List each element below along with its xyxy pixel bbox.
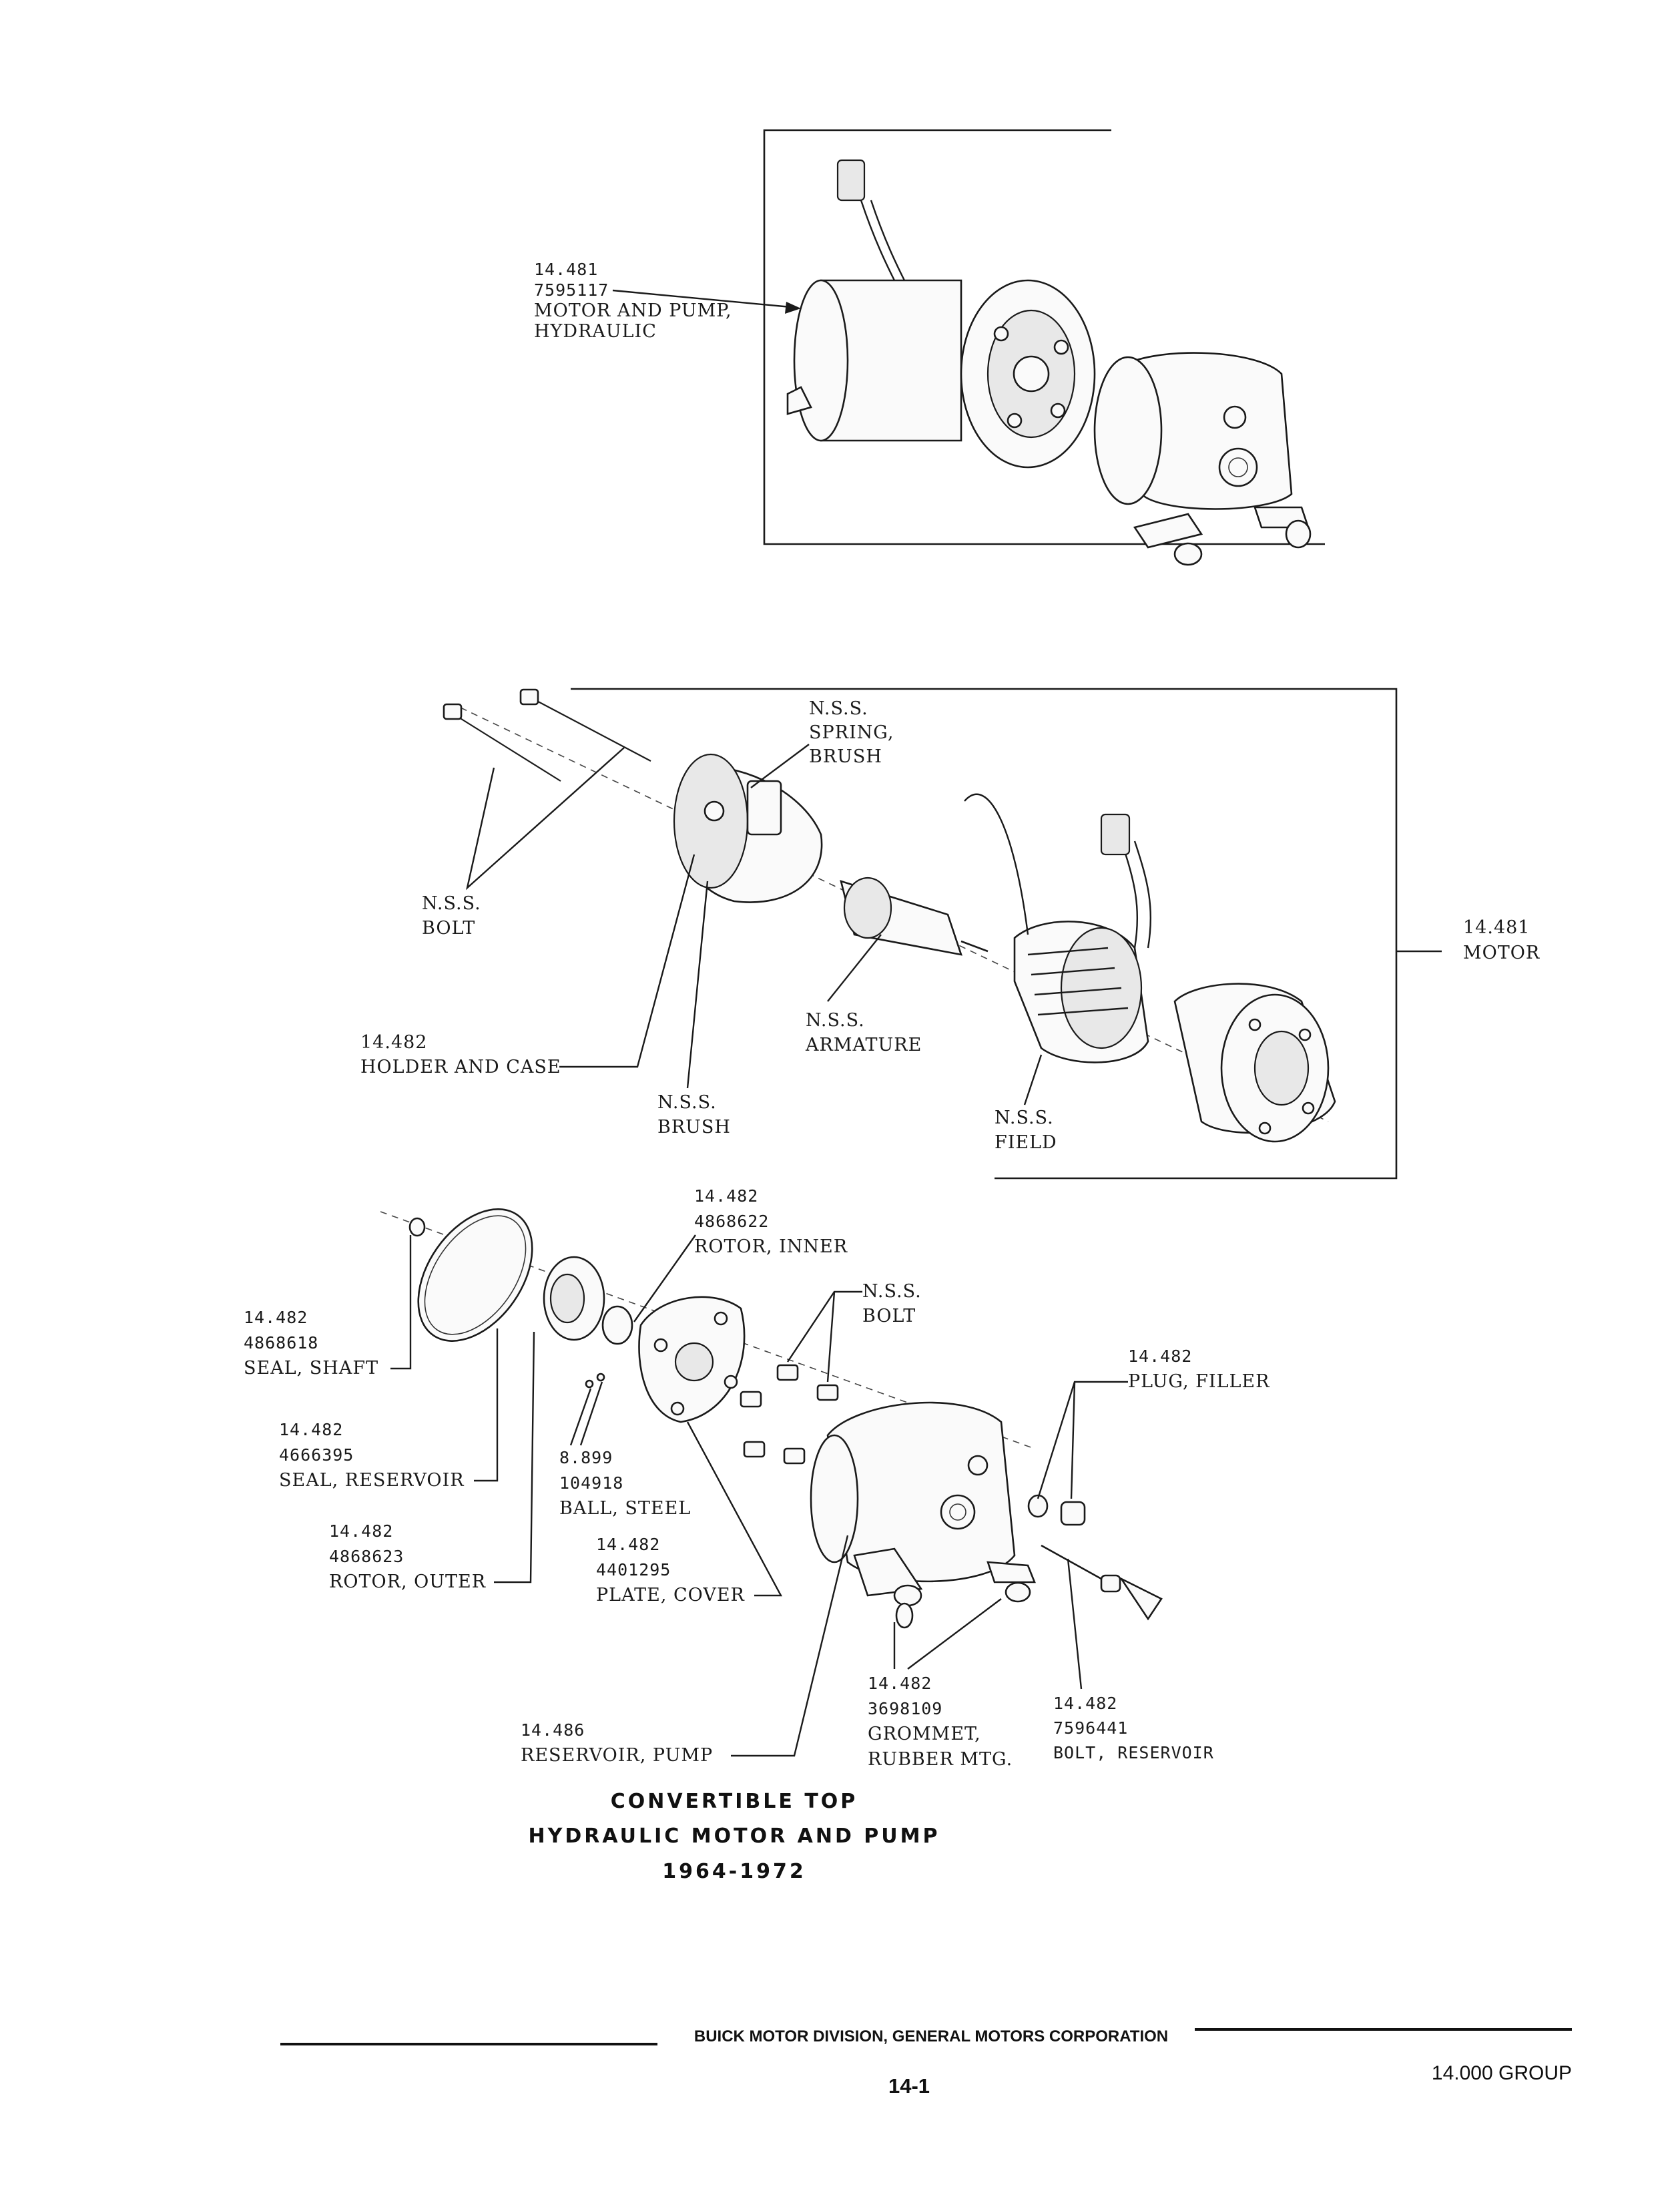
footer-corporation: BUICK MOTOR DIVISION, GENERAL MOTORS COR… <box>694 2027 1168 2045</box>
svg-text:4868623: 4868623 <box>329 1547 404 1566</box>
assembly-frame-motor <box>571 688 1442 1180</box>
svg-text:14.486: 14.486 <box>521 1720 585 1740</box>
label-bolt-reservoir: 14.482 7596441 BOLT, RESERVOIR <box>1053 1558 1214 1762</box>
label-grommet: 14.482 3698109 GROMMET, RUBBER MTG. <box>868 1598 1013 1770</box>
svg-text:N.S.S.: N.S.S. <box>995 1108 1054 1128</box>
svg-text:14.481: 14.481 <box>1463 917 1530 938</box>
svg-text:14.482: 14.482 <box>360 1032 427 1053</box>
svg-text:RUBBER MTG.: RUBBER MTG. <box>868 1749 1013 1770</box>
leader-arrow-motor-pump <box>612 289 801 314</box>
label-field: N.S.S. FIELD <box>995 1054 1057 1153</box>
label-rotor-outer: 14.482 4868623 ROTOR, OUTER <box>329 1331 535 1592</box>
label-seal-shaft: 14.482 4868618 SEAL, SHAFT <box>244 1235 412 1379</box>
svg-text:SPRING,: SPRING, <box>809 722 894 743</box>
svg-text:BOLT: BOLT <box>862 1306 916 1326</box>
svg-text:CONVERTIBLE TOP: CONVERTIBLE TOP <box>611 1790 858 1813</box>
svg-text:14.482: 14.482 <box>1053 1694 1117 1713</box>
svg-text:N.S.S.: N.S.S. <box>657 1092 717 1113</box>
label-plate-cover: 14.482 4401295 PLATE, COVER <box>596 1421 783 1606</box>
svg-text:PLATE, COVER: PLATE, COVER <box>596 1585 745 1606</box>
page-footer: BUICK MOTOR DIVISION, GENERAL MOTORS COR… <box>280 2027 1572 2098</box>
label-motor: 14.481 MOTOR <box>1463 917 1540 963</box>
svg-text:BRUSH: BRUSH <box>657 1117 731 1138</box>
svg-text:N.S.S.: N.S.S. <box>422 893 481 914</box>
label-spring-brush: N.S.S. SPRING, BRUSH <box>750 698 894 788</box>
svg-text:4401295: 4401295 <box>596 1560 671 1579</box>
svg-text:14.482: 14.482 <box>244 1308 308 1327</box>
label-bolt-mid: N.S.S. BOLT <box>787 1281 922 1383</box>
diagram-caption: CONVERTIBLE TOP HYDRAULIC MOTOR AND PUMP… <box>529 1790 940 1883</box>
label-motor-pump-hydraulic: 14.481 7595117 MOTOR AND PUMP, HYDRAULIC <box>534 260 732 342</box>
page-number: 14-1 <box>888 2074 930 2098</box>
label-reservoir-pump: 14.486 RESERVOIR, PUMP <box>521 1535 849 1766</box>
svg-text:ARMATURE: ARMATURE <box>805 1035 922 1055</box>
svg-text:14.482: 14.482 <box>596 1535 660 1554</box>
svg-text:BOLT, RESERVOIR: BOLT, RESERVOIR <box>1053 1743 1214 1762</box>
svg-text:14.481: 14.481 <box>534 260 598 279</box>
svg-text:4868618: 4868618 <box>244 1333 318 1353</box>
svg-text:104918: 104918 <box>559 1473 623 1493</box>
svg-text:ROTOR, OUTER: ROTOR, OUTER <box>329 1571 486 1592</box>
svg-text:PLUG, FILLER: PLUG, FILLER <box>1128 1371 1270 1392</box>
label-plug-filler: 14.482 PLUG, FILLER <box>1037 1347 1270 1499</box>
svg-text:14.482: 14.482 <box>868 1674 932 1693</box>
svg-text:SEAL, SHAFT: SEAL, SHAFT <box>244 1358 378 1379</box>
svg-text:14.482: 14.482 <box>1128 1347 1192 1366</box>
svg-text:HOLDER AND CASE: HOLDER AND CASE <box>360 1057 561 1077</box>
svg-text:GROMMET,: GROMMET, <box>868 1724 981 1744</box>
svg-text:RESERVOIR, PUMP: RESERVOIR, PUMP <box>521 1745 713 1766</box>
svg-text:7595117: 7595117 <box>534 280 609 300</box>
svg-text:1964-1972: 1964-1972 <box>662 1860 806 1883</box>
svg-text:BALL, STEEL: BALL, STEEL <box>559 1498 691 1519</box>
svg-text:BOLT: BOLT <box>422 918 475 939</box>
svg-text:7596441: 7596441 <box>1053 1718 1128 1738</box>
svg-text:HYDRAULIC MOTOR AND PUMP: HYDRAULIC MOTOR AND PUMP <box>529 1824 940 1848</box>
motor-exploded-drawing <box>443 688 1336 1143</box>
svg-text:ROTOR, INNER: ROTOR, INNER <box>694 1236 848 1257</box>
group-number: 14.000 GROUP <box>1432 2062 1572 2084</box>
assembly-frame-top <box>763 129 1325 545</box>
svg-text:BRUSH: BRUSH <box>809 746 882 767</box>
pump-exploded-drawing <box>380 1208 1163 1629</box>
svg-text:14.482: 14.482 <box>694 1186 758 1206</box>
label-bolt-top: N.S.S. BOLT <box>422 747 625 939</box>
svg-text:4666395: 4666395 <box>279 1445 354 1465</box>
svg-text:N.S.S.: N.S.S. <box>862 1281 922 1302</box>
label-armature: N.S.S. ARMATURE <box>805 934 922 1055</box>
svg-text:3698109: 3698109 <box>868 1699 942 1718</box>
svg-text:HYDRAULIC: HYDRAULIC <box>534 321 657 342</box>
svg-text:14.482: 14.482 <box>279 1420 343 1439</box>
label-brush: N.S.S. BRUSH <box>657 881 731 1138</box>
svg-text:4868622: 4868622 <box>694 1212 769 1231</box>
motor-pump-assembly-drawing <box>786 159 1312 566</box>
svg-text:SEAL, RESERVOIR: SEAL, RESERVOIR <box>279 1470 465 1491</box>
label-holder-case: 14.482 HOLDER AND CASE <box>360 854 695 1077</box>
label-ball-steel: 8.899 104918 BALL, STEEL <box>559 1381 691 1519</box>
svg-text:14.482: 14.482 <box>329 1521 393 1541</box>
label-seal-reservoir: 14.482 4666395 SEAL, RESERVOIR <box>279 1328 499 1491</box>
label-rotor-inner: 14.482 4868622 ROTOR, INNER <box>633 1186 848 1322</box>
svg-text:8.899: 8.899 <box>559 1448 613 1467</box>
svg-text:N.S.S.: N.S.S. <box>809 698 868 719</box>
svg-text:MOTOR: MOTOR <box>1463 943 1540 963</box>
svg-text:FIELD: FIELD <box>995 1132 1057 1153</box>
svg-text:N.S.S.: N.S.S. <box>806 1010 865 1031</box>
svg-text:MOTOR AND PUMP,: MOTOR AND PUMP, <box>534 300 732 321</box>
